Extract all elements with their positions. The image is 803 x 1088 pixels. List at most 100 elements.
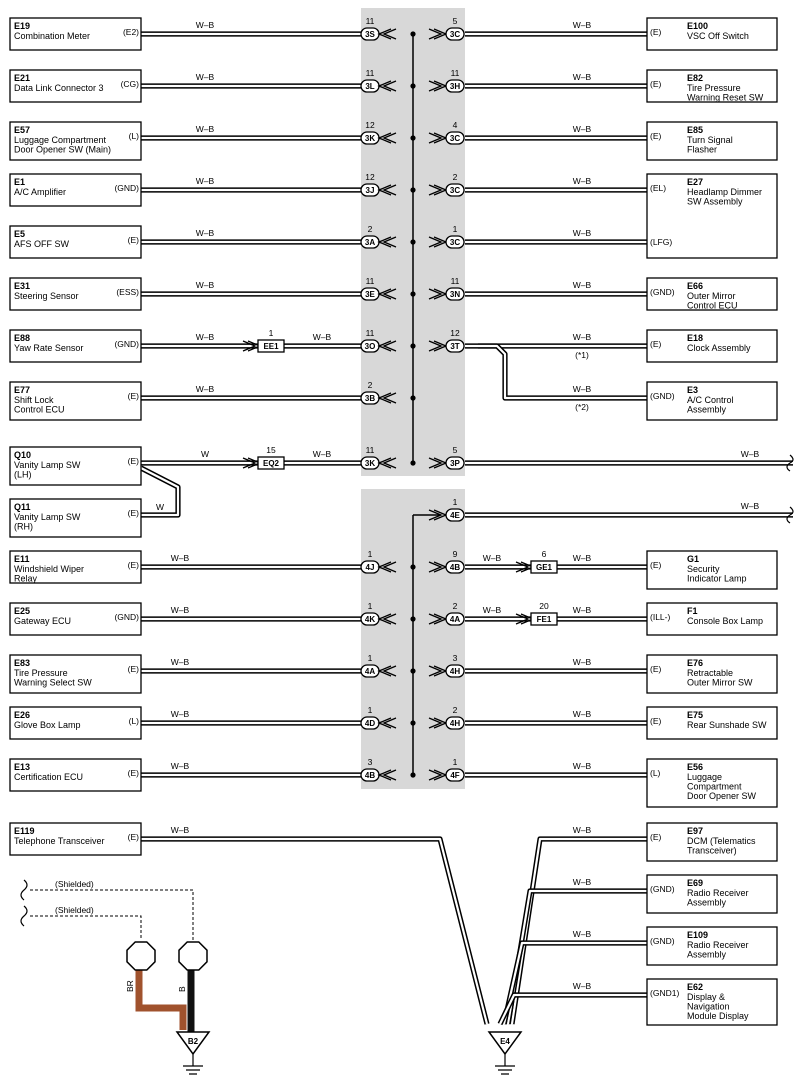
component-box: [9, 225, 142, 259]
wire-color-label: W–B: [573, 20, 592, 30]
wire-color-label: W–B: [741, 449, 760, 459]
wire-arrow: [377, 184, 397, 196]
connector-label: 3K: [365, 134, 375, 143]
component-pin: (E): [650, 832, 662, 842]
junction-connector: [445, 235, 465, 249]
connector-pin: 12: [365, 120, 375, 130]
splice-dot: [410, 564, 416, 570]
connector-label: 3A: [365, 238, 375, 247]
splice-dot: [410, 395, 416, 401]
component-name: Glove Box Lamp: [14, 720, 81, 730]
wire-arrow: [377, 236, 397, 248]
wire-arrow: [377, 80, 397, 92]
wire-color-label: W–B: [573, 877, 592, 887]
component-box: [646, 706, 778, 740]
inline-connector-pin: 1: [269, 328, 274, 338]
component-name: Control ECU: [14, 405, 65, 415]
wire-color-label: W–B: [573, 553, 592, 563]
connector-label: 3C: [450, 238, 460, 247]
component-name: Vanity Lamp SW: [14, 512, 81, 522]
component-name: VSC Off Switch: [687, 31, 749, 41]
component-code: E11: [14, 554, 30, 564]
splice-dot: [410, 460, 416, 466]
component-name: Luggage Compartment: [14, 135, 107, 145]
wire-ground-e62-core: [499, 993, 647, 1025]
component-name: (RH): [14, 522, 33, 532]
wire-color-label: W–B: [573, 124, 592, 134]
inline-connector-pin: 20: [539, 601, 549, 611]
connector-label: 3C: [450, 134, 460, 143]
connector-pin: 11: [366, 445, 375, 455]
wire-ground-e119-core: [141, 837, 489, 1025]
note-label: (*2): [575, 402, 589, 412]
wire-arrow: [377, 769, 397, 781]
component-code: E66: [687, 281, 703, 291]
wire-color-label: W–B: [196, 124, 215, 134]
component-name: Clock Assembly: [687, 343, 751, 353]
wire-ground-e69: [505, 888, 647, 1025]
junction-connector: [445, 27, 465, 41]
component-box: [9, 121, 142, 161]
component-code: E76: [687, 658, 703, 668]
component-box: [9, 17, 142, 51]
inline-connector-pin: 15: [266, 445, 276, 455]
component-pin: (E2): [123, 27, 139, 37]
connector-label: 4A: [365, 667, 375, 676]
wire-color-label: W–B: [573, 709, 592, 719]
component-pin: (E): [128, 508, 140, 518]
connector-label: 3N: [450, 290, 460, 299]
wire-arrow: [377, 132, 397, 144]
connector-pin: 1: [453, 497, 458, 507]
component-code: E77: [14, 385, 30, 395]
wire-arrow: [377, 288, 397, 300]
component-box: [9, 822, 142, 856]
component-box: [9, 498, 142, 538]
junction-connector: [445, 183, 465, 197]
component-code: E119: [14, 826, 35, 836]
component-code: E19: [14, 21, 30, 31]
component-name: Tire Pressure: [14, 668, 68, 678]
connector-pin: 1: [368, 601, 373, 611]
wire-ground-e109-core: [502, 941, 647, 1025]
component-pin: (GND): [650, 884, 675, 894]
wire-color-label: W–B: [171, 657, 190, 667]
component-name: Gateway ECU: [14, 616, 71, 626]
wire-color-label: W–B: [196, 72, 215, 82]
wire-color-label: W–B: [196, 20, 215, 30]
component-name: Telephone Transceiver: [14, 836, 105, 846]
component-code: E13: [14, 762, 30, 772]
wire-break-mark: [786, 506, 794, 524]
ground-label: E4: [500, 1037, 510, 1046]
connector-pin: 12: [450, 328, 460, 338]
component-name: Module Display: [687, 1011, 749, 1021]
component-name: Shift Lock: [14, 395, 54, 405]
connector-pin: 1: [453, 757, 458, 767]
wire-ground-e62: [497, 992, 647, 1026]
component-pin: (E): [128, 235, 140, 245]
wire-color-label: W–B: [741, 501, 760, 511]
component-pin: (E): [128, 832, 140, 842]
connector-pin: 2: [453, 172, 458, 182]
component-pin: (ESS): [116, 287, 139, 297]
connector-pin: 1: [368, 705, 373, 715]
splice-dot: [410, 239, 416, 245]
shield-octagon: [178, 941, 208, 971]
wire-color-label: W–B: [573, 657, 592, 667]
splice-dot: [410, 291, 416, 297]
splice-dot: [410, 616, 416, 622]
component-name: Transceiver): [687, 846, 737, 856]
splice-dot: [410, 31, 416, 37]
component-code: E21: [14, 73, 30, 83]
connector-label: 3E: [365, 290, 375, 299]
component-code: E88: [14, 333, 30, 343]
note-label: (*1): [575, 350, 589, 360]
junction-connector: [445, 612, 465, 626]
wire-color-label: W–B: [196, 332, 215, 342]
wire-color-label: W–B: [573, 825, 592, 835]
component-code: E26: [14, 710, 30, 720]
junction-connector: [445, 131, 465, 145]
inline-connector-pin: 6: [542, 549, 547, 559]
connector-label: 4F: [450, 771, 459, 780]
